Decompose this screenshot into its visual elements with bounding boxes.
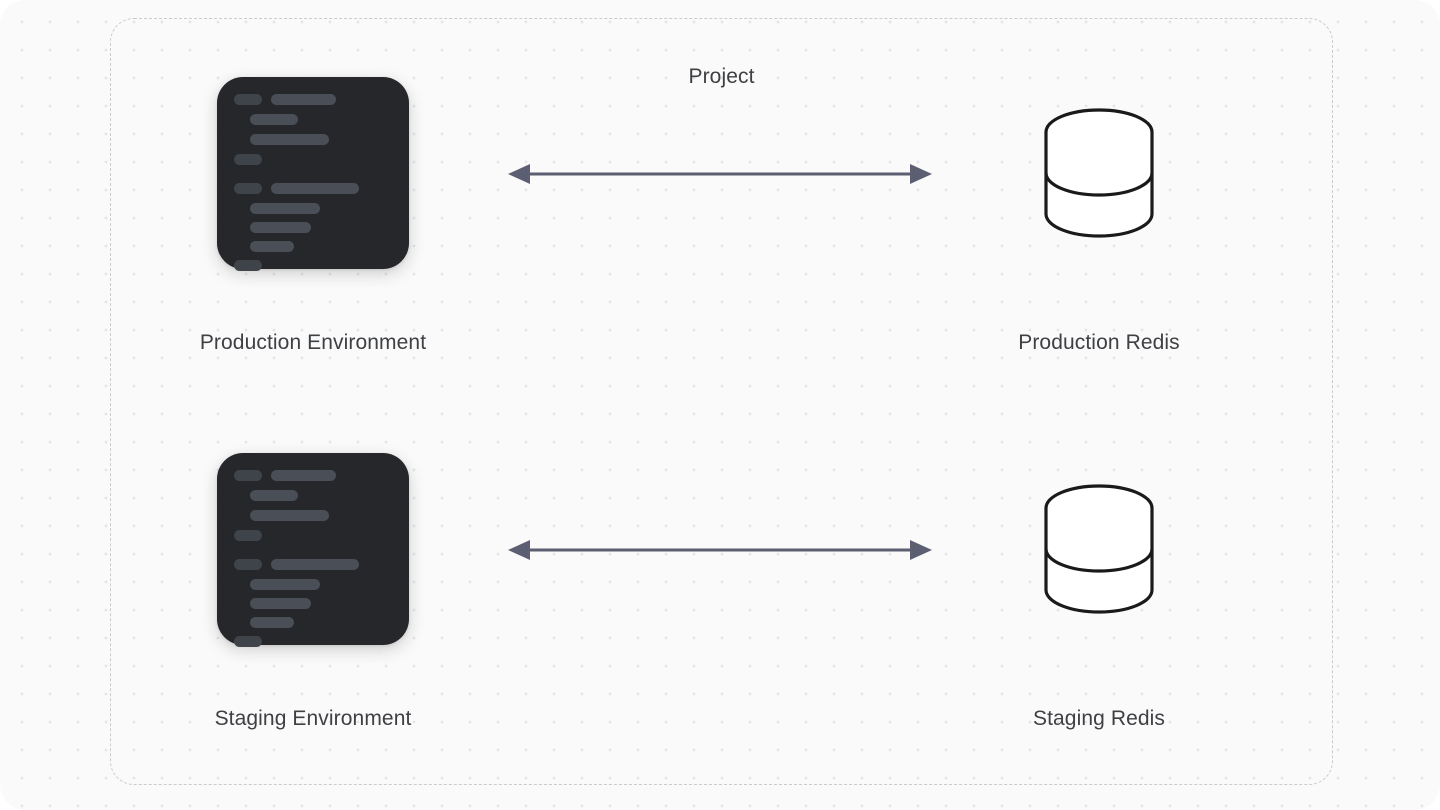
code-line	[250, 134, 329, 145]
code-line	[250, 114, 298, 125]
node-production-redis[interactable]: Production Redis	[934, 77, 1264, 355]
project-container-label: Project	[688, 65, 755, 88]
code-line	[234, 183, 262, 194]
node-label-production-environment: Production Environment	[199, 331, 427, 354]
code-line	[271, 94, 336, 105]
project-container: Project	[110, 18, 1333, 785]
node-staging-redis[interactable]: Staging Redis	[934, 453, 1264, 731]
code-line	[234, 636, 262, 647]
code-line	[250, 617, 294, 628]
connection-staging-connection	[508, 540, 932, 560]
code-line	[234, 260, 262, 271]
node-label-production-redis: Production Redis	[1018, 331, 1180, 354]
code-line	[234, 559, 262, 570]
connection-production-connection	[508, 164, 932, 184]
code-line	[250, 510, 329, 521]
code-line	[250, 598, 311, 609]
code-line	[234, 94, 262, 105]
code-line	[234, 530, 262, 541]
code-line	[250, 241, 294, 252]
node-production-environment[interactable]: Production Environment	[148, 77, 478, 355]
database-cylinder-icon	[1044, 484, 1154, 614]
code-line	[250, 490, 298, 501]
code-card-icon	[217, 77, 409, 271]
code-line	[234, 154, 262, 165]
code-line	[271, 559, 359, 570]
database-cylinder-icon	[1044, 108, 1154, 238]
code-line	[271, 470, 336, 481]
code-line	[271, 183, 359, 194]
code-line	[234, 470, 262, 481]
node-staging-environment[interactable]: Staging Environment	[148, 453, 478, 731]
node-label-staging-redis: Staging Redis	[1032, 707, 1166, 730]
code-line	[250, 222, 311, 233]
code-card-icon	[217, 453, 409, 647]
code-line	[250, 203, 320, 214]
node-label-staging-environment: Staging Environment	[214, 707, 412, 730]
code-line	[250, 579, 320, 590]
